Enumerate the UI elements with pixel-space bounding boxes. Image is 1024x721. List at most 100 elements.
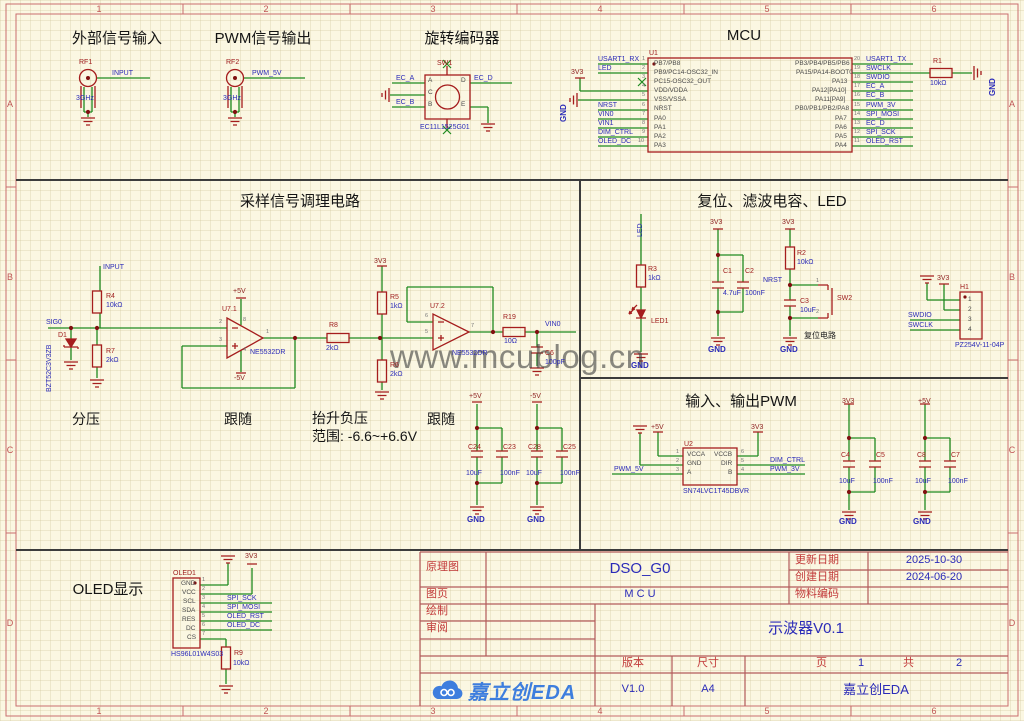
mcu-pin-num-5: 5 bbox=[642, 92, 646, 98]
net-pwm5v-rf2: PWM_5V bbox=[252, 70, 282, 77]
designator-r6: R6 bbox=[390, 362, 399, 369]
net-dim-ctrl-u2: DIM_CTRL bbox=[770, 457, 806, 464]
net-swdio-mcu: SWDIO bbox=[866, 74, 890, 81]
oled-pin-num-5: 5 bbox=[202, 613, 206, 619]
net-vin0-mcu: VIN0 bbox=[598, 111, 614, 118]
mcu-pin-name-7: PA0 bbox=[654, 115, 666, 122]
tb-updated-value: 2025-10-30 bbox=[905, 554, 963, 566]
designator-r8: R8 bbox=[329, 322, 338, 329]
pwr-n5v-u7-1: -5V bbox=[234, 375, 245, 382]
mcu-pin-name-20: PB3/PB4/PB5/PB6 bbox=[795, 60, 850, 67]
mcu-pin-name-19: PA15/PA14-BOOT0 bbox=[796, 69, 853, 76]
jlceda-logo: 嘉立创EDA bbox=[430, 676, 576, 705]
mcu-pin-name-11: PA4 bbox=[835, 142, 847, 149]
pwr-3v3-capbank2: 3V3 bbox=[842, 398, 855, 405]
designator-r1: R1 bbox=[933, 58, 942, 65]
section-title-pwm-output: PWM信号输出 bbox=[214, 30, 312, 47]
mcu-pin-name-3: PC15-OSC32_OUT bbox=[654, 78, 712, 85]
designator-c24: C24 bbox=[468, 444, 481, 451]
gnd-label-capbank2a: GND bbox=[839, 517, 857, 526]
designator-rf1: RF1 bbox=[79, 59, 93, 66]
mcu-pin-name-10: PA3 bbox=[654, 142, 666, 149]
component-symbols bbox=[63, 57, 983, 670]
value-r9: 10kΩ bbox=[233, 660, 250, 667]
mcu-pin-num-3: 3 bbox=[642, 74, 646, 80]
gnd-label-r1: GND bbox=[988, 78, 997, 96]
designator-c6: C6 bbox=[545, 350, 554, 357]
value-r7: 2kΩ bbox=[106, 357, 119, 364]
designator-c2: C2 bbox=[745, 268, 754, 275]
oled-pin-name-scl: SCL bbox=[183, 598, 196, 605]
u2-pin-num-6: 6 bbox=[741, 449, 745, 455]
net-nrst: NRST bbox=[598, 102, 618, 109]
net-usart1-tx: USART1_TX bbox=[866, 56, 907, 63]
pwr-3v3-h1: 3V3 bbox=[937, 275, 950, 282]
mcu-pin-num-4: 4 bbox=[642, 83, 646, 89]
tb-size-label: 尺寸 bbox=[697, 657, 719, 669]
oled-pin-num-2: 2 bbox=[202, 586, 206, 592]
tb-version-value: V1.0 bbox=[621, 683, 645, 695]
value-c5: 100nF bbox=[873, 478, 893, 485]
u7-1-pin-2: 2 bbox=[219, 319, 223, 325]
net-swdio-h1: SWDIO bbox=[908, 312, 932, 319]
watermark: www.mcublog.cn bbox=[390, 338, 645, 375]
u7-2-pin-7: 7 bbox=[471, 323, 475, 329]
tb-created-value: 2024-06-20 bbox=[905, 571, 963, 583]
oled-pin-name-cs: CS bbox=[187, 634, 197, 641]
border-col-6-top: 6 bbox=[931, 4, 937, 14]
value-c3: 10uF bbox=[800, 307, 816, 314]
tb-page-value: 1 bbox=[858, 657, 865, 669]
mcu-pin-name-2: PB9/PC14-OSC32_IN bbox=[654, 69, 718, 76]
part-sw1: EC11L1525G01 bbox=[420, 124, 470, 131]
pin-sw1-a: A bbox=[428, 77, 433, 84]
mcu-pin-name-18: PA13 bbox=[832, 78, 848, 85]
mcu-pin-num-10: 10 bbox=[638, 138, 645, 144]
value-c7: 100nF bbox=[948, 478, 968, 485]
section-title-io-pwm: 输入、输出PWM bbox=[685, 393, 797, 410]
net-input-divider: INPUT bbox=[103, 264, 124, 271]
mcu-pin-num-2: 2 bbox=[642, 65, 646, 71]
junction-dots bbox=[68, 62, 967, 585]
value-rf1: 3GHz bbox=[76, 95, 94, 102]
pwr-3v3-r5: 3V3 bbox=[374, 258, 387, 265]
designator-r19: R19 bbox=[503, 314, 516, 321]
u7-1-pin-4: 4 bbox=[243, 347, 247, 353]
net-dim-ctrl-mcu: DIM_CTRL bbox=[598, 129, 634, 136]
oled-pin-name-gnd: GND bbox=[181, 580, 196, 587]
value-rf2: 3GHz bbox=[223, 95, 241, 102]
mcu-pin-name-5: VSS/VSSA bbox=[654, 96, 687, 103]
mcu-pin-num-20: 20 bbox=[854, 56, 861, 62]
border-row-B-left: B bbox=[6, 272, 14, 282]
designator-oled1: OLED1 bbox=[173, 570, 196, 577]
sheet-border bbox=[5, 3, 1019, 717]
annotation-gensui-1: 跟随 bbox=[224, 411, 252, 427]
tb-created-label: 创建日期 bbox=[795, 571, 839, 583]
designator-c5: C5 bbox=[876, 452, 885, 459]
pwr-3v3-oled: 3V3 bbox=[245, 553, 258, 560]
gnd-label-c1: GND bbox=[708, 345, 726, 354]
u2-pin-num-1: 1 bbox=[676, 449, 680, 455]
designator-r9: R9 bbox=[234, 650, 243, 657]
net-ec-b-sw1: EC_B bbox=[396, 99, 415, 106]
mcu-pin-name-1: PB7/PB8 bbox=[654, 60, 681, 67]
border-col-1-bottom: 1 bbox=[96, 706, 102, 716]
tb-updated-label: 更新日期 bbox=[795, 554, 839, 566]
gnd-label-r2: GND bbox=[780, 345, 798, 354]
net-oled-dc-oled: OLED_DC bbox=[227, 622, 261, 629]
u2-pin-num-5: 5 bbox=[741, 458, 745, 464]
mcu-pin-num-6: 6 bbox=[642, 102, 646, 108]
net-ec-d-sw1: EC_D bbox=[474, 75, 493, 82]
mcu-pin-name-6: NRST bbox=[654, 105, 672, 112]
border-col-5-bottom: 5 bbox=[764, 706, 770, 716]
value-c2: 100nF bbox=[745, 290, 765, 297]
designator-u2: U2 bbox=[684, 441, 693, 448]
net-ec-a-sw1: EC_A bbox=[396, 75, 415, 82]
designator-led1: LED1 bbox=[651, 318, 669, 325]
value-r5: 1kΩ bbox=[390, 303, 403, 310]
designator-d1: D1 bbox=[58, 332, 67, 339]
value-r3: 1kΩ bbox=[648, 275, 661, 282]
net-spi-mosi-mcu: SPI_MOSI bbox=[866, 111, 900, 118]
value-c8: 10uF bbox=[915, 478, 931, 485]
net-ec-d-mcu: EC_D bbox=[866, 120, 885, 127]
